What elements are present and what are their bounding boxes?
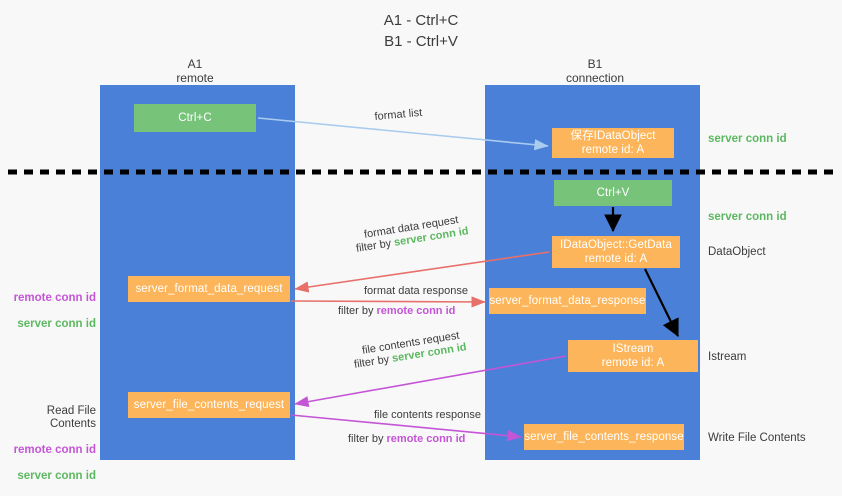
annotation-server-conn-id: server conn id bbox=[17, 318, 96, 330]
filter-key: remote conn id bbox=[386, 433, 466, 445]
filter-prefix: filter by bbox=[348, 433, 387, 445]
annotation-server-conn-id-top: server conn id bbox=[708, 133, 787, 145]
annotation-istream: Istream bbox=[708, 351, 747, 363]
box-server-file-contents-response[interactable]: server_file_contents_response bbox=[524, 424, 684, 450]
box-ctrl-c[interactable]: Ctrl+C bbox=[134, 104, 256, 132]
edge-label-file-contents-response-filter: filter by remote conn id bbox=[348, 432, 465, 447]
filter-prefix: filter by bbox=[353, 352, 394, 371]
annotation-server-conn-id-2: server conn id bbox=[17, 470, 96, 482]
column-header-b1: B1 connection bbox=[565, 57, 625, 85]
diagram-canvas: A1 - Ctrl+C B1 - Ctrl+V A1 remote B1 con… bbox=[8, 12, 834, 482]
annotation-conn-id-pair-file: Read File Contents remote conn id server… bbox=[8, 392, 96, 496]
filter-prefix: filter by bbox=[355, 236, 396, 255]
annotation-server-conn-id-mid: server conn id bbox=[708, 211, 787, 223]
page-title: A1 - Ctrl+C B1 - Ctrl+V bbox=[383, 12, 459, 50]
column-header-a1: A1 remote bbox=[176, 57, 214, 85]
annotation-conn-id-pair-format: remote conn id server conn id bbox=[8, 279, 96, 344]
annotation-remote-conn-id: remote conn id bbox=[13, 292, 96, 304]
box-server-file-contents-request[interactable]: server_file_contents_request bbox=[128, 392, 290, 418]
box-idataobject[interactable]: 保存IDataObject remote id: A bbox=[552, 128, 674, 158]
annotation-read-file-contents: Read File Contents bbox=[46, 405, 96, 430]
box-idataobject-getdata[interactable]: IDataObject::GetData remote id: A bbox=[552, 236, 680, 268]
edge-label-format-data-response: format data response bbox=[364, 285, 468, 297]
annotation-dataobject: DataObject bbox=[708, 246, 766, 258]
box-istream[interactable]: IStream remote id: A bbox=[568, 340, 698, 372]
filter-key: remote conn id bbox=[376, 305, 456, 317]
edge-label-format-data-response-filter: filter by remote conn id bbox=[338, 304, 455, 319]
edge-label-file-contents-response: file contents response bbox=[374, 409, 482, 421]
filter-prefix: filter by bbox=[338, 305, 377, 317]
arrow-format-data-response bbox=[290, 296, 486, 308]
annotation-write-file-contents: Write File Contents bbox=[708, 432, 806, 444]
box-ctrl-v[interactable]: Ctrl+V bbox=[554, 180, 672, 206]
edge-label-format-list: format list bbox=[374, 106, 423, 123]
box-server-format-data-request[interactable]: server_format_data_request bbox=[128, 276, 290, 302]
annotation-remote-conn-id-2: remote conn id bbox=[13, 444, 96, 456]
box-server-format-data-response[interactable]: server_format_data_response bbox=[489, 288, 646, 314]
